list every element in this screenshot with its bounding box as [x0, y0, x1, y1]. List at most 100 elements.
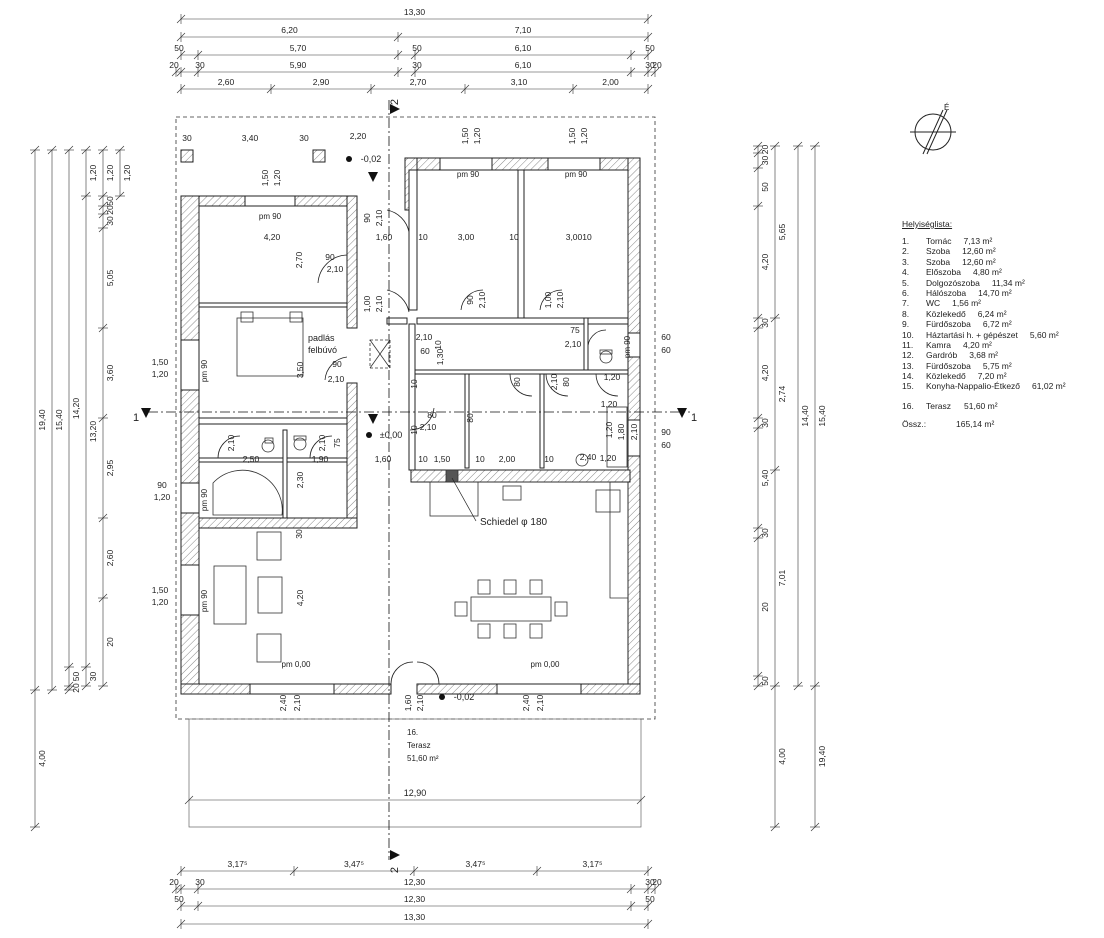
- legend-room-area: 1,56 m²: [952, 298, 981, 309]
- dimension-label: 2,00: [602, 77, 619, 87]
- dimension-label: 19,40: [37, 409, 47, 431]
- door-dimension-label: 90: [362, 213, 372, 223]
- level-label: -0,02: [454, 692, 475, 702]
- window-dimension-label: 2,10: [535, 694, 545, 711]
- door-dimension-label: 2,10: [327, 264, 344, 274]
- terrace-number: 16.: [407, 728, 418, 737]
- dimension-label: 30: [88, 672, 98, 682]
- legend-room-name: Fürdőszoba: [926, 319, 971, 330]
- window-dimension-label: 1,20: [154, 492, 171, 502]
- door-dimension-label: 1,00: [543, 291, 553, 308]
- dimension-label: 15,40: [54, 409, 64, 431]
- legend-room-area: 4,80 m²: [972, 267, 1002, 278]
- dimension-label: 50: [412, 43, 422, 53]
- room-dimension-label: 10: [418, 232, 428, 242]
- room-dimension-label: 30: [182, 133, 192, 143]
- window-dimension-label: 1,20: [579, 127, 589, 144]
- level-label: ±0,00: [380, 430, 402, 440]
- dimension-label: 3,60: [105, 364, 115, 381]
- door-dimension-label: 90: [325, 252, 335, 262]
- window-dimension-label: 2,40: [278, 694, 288, 711]
- dimension-label: 2,74: [777, 385, 787, 402]
- furniture: [212, 311, 629, 663]
- dimension-label: 2,60: [218, 77, 235, 87]
- window-dimension-label: 1,20: [600, 453, 617, 463]
- north-label: É: [944, 103, 949, 112]
- window-dimension-label: 1,50: [460, 127, 470, 144]
- legend-room-name: Közlekedő: [926, 308, 966, 319]
- window-dimension-label: 2,40: [521, 694, 531, 711]
- dimension-label: 6,10: [515, 43, 532, 53]
- dimension-label: 50: [760, 676, 770, 686]
- windows: [180, 157, 641, 695]
- room-dimension-label: 2,30: [295, 471, 305, 488]
- door-dimension-label: 2,10: [317, 434, 327, 451]
- room-dimension-label: 1,50: [434, 454, 451, 464]
- roof-outline: [175, 116, 656, 720]
- porch-pillar: [312, 149, 326, 163]
- level-marker-icon: [346, 156, 352, 162]
- dimension-label: 5,05: [105, 269, 115, 286]
- dimension-label: 20: [652, 877, 662, 887]
- legend-number: 4.: [902, 267, 910, 278]
- dimension-label: 14,20: [71, 398, 81, 420]
- dimension-line: [636, 795, 646, 805]
- legend-room-name: WC: [926, 298, 941, 309]
- chimney-label: Schiedel φ 180: [480, 517, 548, 528]
- legend-number: 6.: [902, 287, 910, 298]
- dimension-label: 4,20: [760, 364, 770, 381]
- legend-number: 13.: [902, 360, 914, 371]
- dimension-label: 50: [645, 43, 655, 53]
- dimension-label: 5,65: [777, 223, 787, 240]
- legend-room-name: Kamra: [926, 339, 952, 350]
- legend-room-name: Közlekedő: [926, 371, 966, 382]
- legend-room-area: 7,20 m²: [977, 371, 1007, 382]
- terrace-area: 51,60 m²: [407, 754, 439, 763]
- section-lines: [148, 100, 690, 860]
- legend-room-area: 5,75 m²: [982, 360, 1012, 371]
- legend-room-area: 51,60 m²: [964, 400, 998, 411]
- room-dimension-label: 2,00: [499, 454, 516, 464]
- window-dimension-label: 1,20: [152, 597, 169, 607]
- room-dimension-label: 10: [409, 425, 419, 435]
- parapet-label: pm 90: [457, 170, 480, 179]
- legend-room-name: Tornác: [926, 236, 952, 246]
- window-dimension-label: 90: [157, 480, 167, 490]
- door-dimension-label: 2,10: [555, 291, 565, 308]
- dimension-label: 12,30: [404, 877, 426, 887]
- dimension-label: 5,40: [760, 469, 770, 486]
- legend-room-area: 12,60 m²: [962, 256, 996, 267]
- door-dimension-label: 90: [332, 359, 342, 369]
- chimney-leader: [451, 477, 477, 522]
- dimension-label: 20: [105, 637, 115, 647]
- porch-pillar: [180, 149, 194, 163]
- dimension-label: 5,70: [290, 43, 307, 53]
- legend-number: 5.: [902, 277, 910, 288]
- terrace-width-label: 12,90: [404, 788, 427, 798]
- legend-number: 15.: [902, 381, 914, 392]
- room-dimension-label: 10: [582, 232, 592, 242]
- room-dimension-label: 1,20: [604, 421, 614, 438]
- room-dimension-label: 10: [433, 340, 443, 350]
- parapet-label: pm 90: [200, 589, 209, 612]
- legend-room-name: Dolgozószoba: [926, 277, 980, 288]
- dimension-label: 50: [105, 196, 115, 206]
- room-dimension-label: 1,30: [435, 348, 445, 365]
- window-dimension-label: 1,50: [260, 169, 270, 186]
- dimension-label: 3,47⁵: [465, 859, 485, 869]
- room-dimension-label: 1,60: [375, 454, 392, 464]
- legend-room-name: Hálószoba: [926, 287, 967, 298]
- legend-terrace: 16. Terasz 51,60 m²: [902, 401, 1102, 411]
- window-dimension-label: 1,50: [152, 585, 169, 595]
- legend-number: 9.: [902, 319, 910, 330]
- legend-room-area: 61,02 m²: [1032, 381, 1066, 392]
- dimension-label: 20: [760, 145, 770, 155]
- dimension-label: 20: [169, 877, 179, 887]
